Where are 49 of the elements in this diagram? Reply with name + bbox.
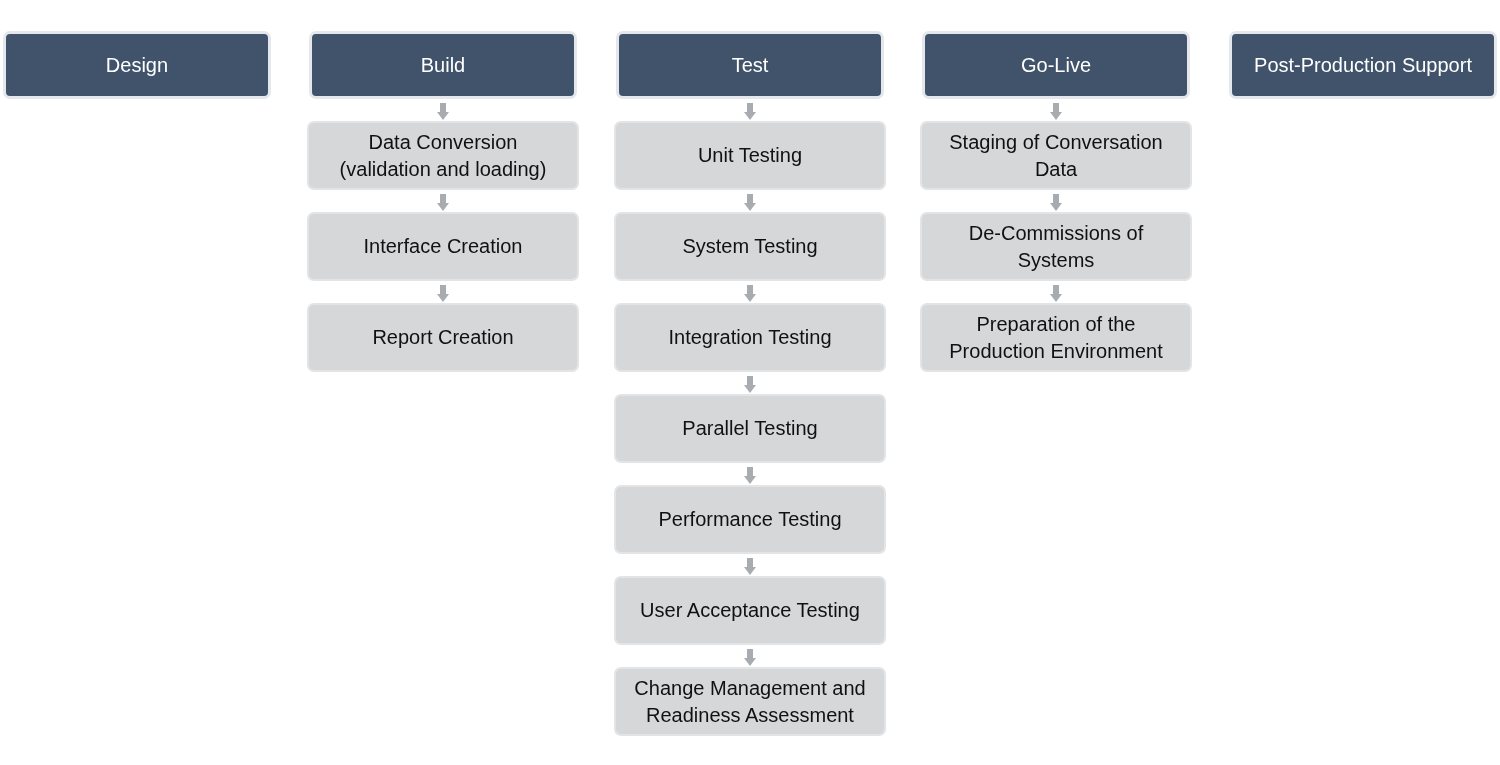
task-box [614,121,886,190]
task-box [307,121,579,190]
box-label: Preparation of the Production Environment [948,311,1164,364]
box-label: System Testing [682,234,818,259]
box-label: Unit Testing [697,143,803,168]
phase-box [3,31,271,99]
box-label: Change Management and Readiness Assessment [633,675,867,728]
box-label: Staging of Conversation Data [948,129,1164,182]
task-box [614,485,886,554]
arrow [744,558,756,575]
arrow [1050,194,1062,211]
task-box [920,303,1192,372]
task-box [614,394,886,463]
arrow [1050,285,1062,302]
phase-box [922,31,1190,99]
task-box [307,303,579,372]
task-box [614,303,886,372]
task-box [614,667,886,736]
box-label: Interface Creation [363,234,523,259]
box-label: User Acceptance Testing [640,598,860,623]
arrow [744,103,756,120]
arrow [744,467,756,484]
arrow [744,649,756,666]
task-box [920,121,1192,190]
arrow [744,376,756,393]
task-box [614,576,886,645]
arrow [437,194,449,211]
phase-box [309,31,577,99]
task-box [614,212,886,281]
phase-box [1229,31,1497,99]
phase-box [616,31,884,99]
box-label: Data Conversion (validation and loading) [338,129,548,182]
box-label: Post-Production Support [1254,53,1472,77]
box-label: Test [731,53,769,77]
arrow [437,103,449,120]
box-label: Report Creation [372,325,514,350]
arrow [744,285,756,302]
arrow [437,285,449,302]
box-label: De-Commissions of Systems [967,220,1145,273]
box-label: Design [105,53,169,77]
box-label: Go-Live [1021,53,1091,77]
arrow [1050,103,1062,120]
arrow [744,194,756,211]
box-label: Integration Testing [668,325,832,350]
box-label: Build [420,53,466,77]
box-label: Parallel Testing [682,416,818,441]
task-box [920,212,1192,281]
task-box [307,212,579,281]
box-label: Performance Testing [658,507,842,532]
